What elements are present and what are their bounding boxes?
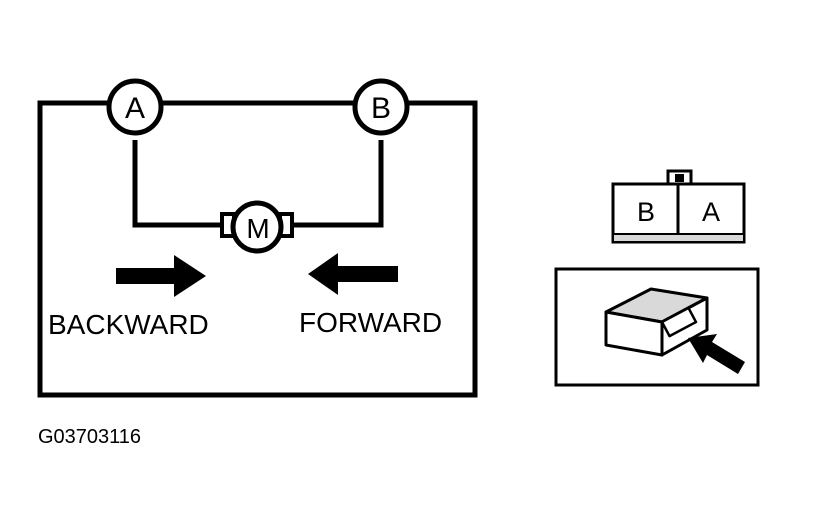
forward-arrow-icon [308,253,398,295]
outer-loop-wire [37,100,478,398]
motor: M [220,200,294,254]
terminal-b: B [352,78,410,136]
figure-code: G03703116 [38,426,141,448]
terminal-a: A [106,78,164,136]
backward-arrow-icon [116,255,206,297]
a-to-motor-wire [132,140,227,228]
terminal-b-circle [352,78,410,136]
module-box-icon [604,287,709,357]
connector-pin-b-label: B [637,197,655,227]
motor-label: M [246,213,269,244]
b-to-motor-wire [287,140,384,228]
motor-circle [230,200,284,254]
connector-latch-inner [675,174,684,182]
connector-face: B A [611,169,746,244]
module-connector-port [660,306,698,338]
backward-label: BACKWARD [48,309,209,340]
circuit-wiring [37,100,478,398]
connector-base-strip [612,233,745,243]
terminal-a-circle [106,78,164,136]
terminal-b-label: B [371,92,391,125]
terminal-a-label: A [125,92,145,125]
connector-pin-a-label: A [702,197,720,227]
connector-location-inset [554,267,760,387]
pointer-arrow-icon [688,334,745,374]
forward-label: FORWARD [299,307,442,338]
